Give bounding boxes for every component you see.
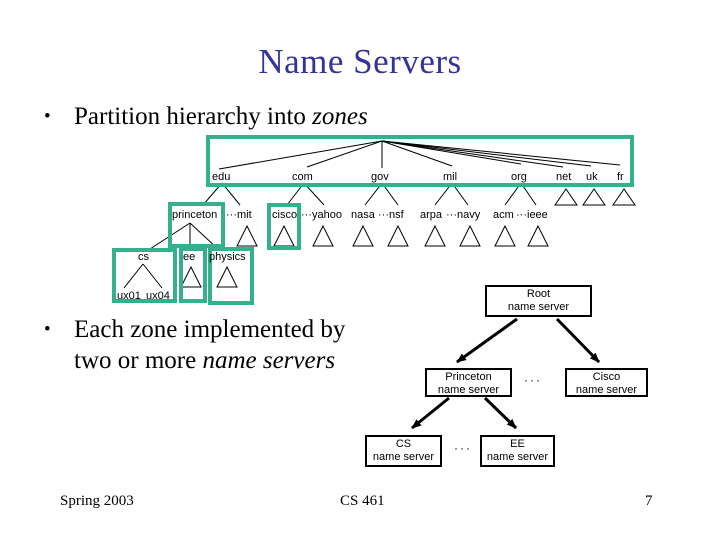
dns-node-nsf: nsf xyxy=(389,209,404,221)
ns-ee-line1: EE xyxy=(510,438,525,450)
bullet-1: • Partition hierarchy into zones xyxy=(44,101,368,132)
slide-title: Name Servers xyxy=(258,42,462,81)
zone-box-cs xyxy=(112,248,177,303)
ns-root-line2: name server xyxy=(507,301,570,313)
zone-box-root xyxy=(206,135,634,187)
zone-boxes xyxy=(112,135,634,305)
dns-node-net: net xyxy=(556,171,572,183)
dns-ellipsis-gov: ··· xyxy=(378,209,389,221)
dns-ellipsis-mil: ··· xyxy=(446,209,457,221)
dns-node-cisco: cisco xyxy=(272,209,298,221)
bullet-marker: • xyxy=(44,319,51,340)
zone-box-cisco xyxy=(267,203,301,250)
dns-node-cs: cs xyxy=(138,251,149,263)
dns-node-acm: acm xyxy=(493,209,514,221)
ns-box-ee: EE name server xyxy=(480,435,555,467)
dns-node-gov: gov xyxy=(371,171,389,183)
dns-node-princeton: princeton xyxy=(172,209,218,221)
footer-course: CS 461 xyxy=(340,493,385,509)
ns-ellipsis-level3: ··· xyxy=(454,441,472,455)
zone-box-princeton xyxy=(168,202,225,248)
dns-node-org: org xyxy=(511,171,527,183)
bullet-marker: • xyxy=(44,106,51,127)
ns-princeton-line2: name server xyxy=(437,384,500,396)
ns-cs-line2: name server xyxy=(372,451,435,463)
ns-ellipsis-level2: ··· xyxy=(524,373,542,387)
dns-node-arpa: arpa xyxy=(420,209,443,221)
subtree-triangles xyxy=(180,188,636,288)
bullet-2: • Each zone implemented by two or more na… xyxy=(44,314,345,376)
dns-node-com: com xyxy=(292,171,313,183)
ns-cisco-line2: name server xyxy=(575,384,638,396)
dns-ellipsis-org: ··· xyxy=(516,209,527,221)
ns-tree-arrows xyxy=(411,317,601,430)
dns-node-ee: ee xyxy=(183,251,196,263)
ns-ee-line2: name server xyxy=(486,451,549,463)
ns-cs-line1: CS xyxy=(395,438,412,450)
root-fan-lines xyxy=(218,140,621,170)
dns-node-ux01: ux01 xyxy=(117,290,141,302)
ns-princeton-line1: Princeton xyxy=(445,371,492,383)
dns-node-uk: uk xyxy=(586,171,598,183)
bullet-1-text: Partition hierarchy into xyxy=(74,103,313,130)
dns-node-fr: fr xyxy=(617,171,624,183)
ns-box-root: Root name server xyxy=(485,285,592,317)
zone-box-ee xyxy=(179,247,207,303)
dns-node-mil: mil xyxy=(443,171,458,183)
cs-child-lines xyxy=(123,263,163,289)
bullet-1-italic: zones xyxy=(312,103,368,130)
dns-node-navy: navy xyxy=(457,209,481,221)
dns-node-yahoo: yahoo xyxy=(312,209,342,221)
ns-cisco-line1: Cisco xyxy=(592,371,621,383)
bullet-2-line2: two or more xyxy=(74,347,203,374)
footer-semester: Spring 2003 xyxy=(60,493,134,509)
dns-node-nasa: nasa xyxy=(351,209,375,221)
dns-ellipsis-edu: ··· xyxy=(226,209,237,221)
bullet-2-italic: name servers xyxy=(202,347,336,374)
dns-node-edu: edu xyxy=(212,171,231,183)
dns-node-ux04: ux04 xyxy=(146,290,170,302)
ns-box-cisco: Cisco name server xyxy=(565,368,648,397)
ns-root-line1: Root xyxy=(526,288,551,300)
footer-page-number: 7 xyxy=(645,493,653,509)
dns-node-ieee: ieee xyxy=(527,209,548,221)
zone-box-physics xyxy=(208,247,254,305)
ns-box-cs: CS name server xyxy=(365,435,442,467)
dns-node-mit: mit xyxy=(237,209,252,221)
ns-box-princeton: Princeton name server xyxy=(425,368,512,397)
bullet-2-line1: Each zone implemented by xyxy=(74,316,346,343)
dns-node-physics: physics xyxy=(209,251,246,263)
dns-ellipsis-com: ··· xyxy=(301,209,312,221)
